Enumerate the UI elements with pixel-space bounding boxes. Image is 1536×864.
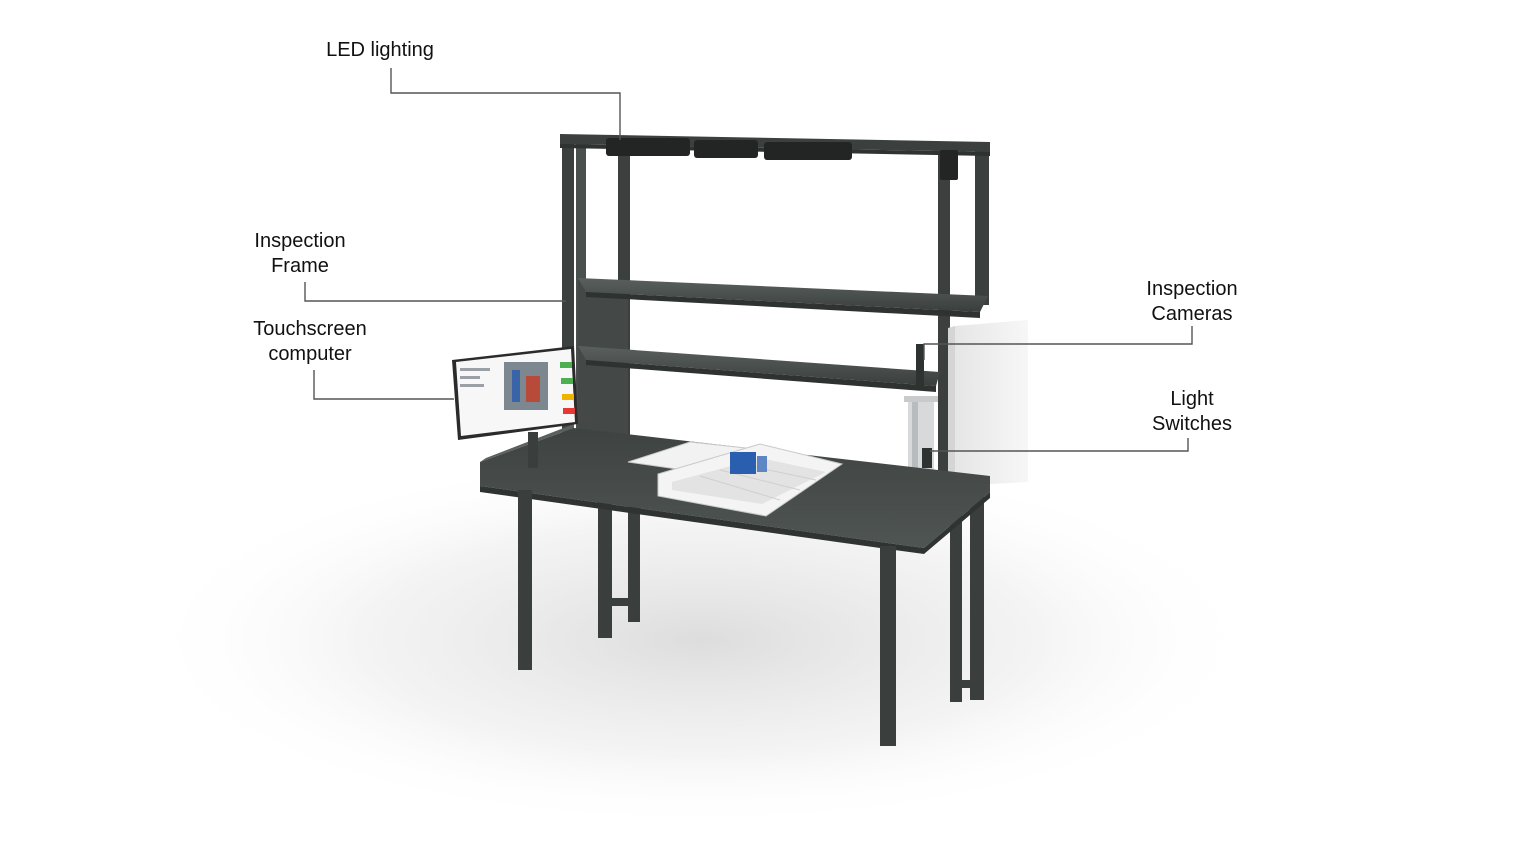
touchscreen-computer xyxy=(452,346,578,468)
upper-shelf xyxy=(578,278,988,318)
leader-line-touchscreen xyxy=(313,370,454,400)
parts-trays xyxy=(627,441,844,517)
label-inspection-frame-line2: Frame xyxy=(271,255,329,277)
leader-line-led xyxy=(390,68,621,140)
label-inspection-frame-line1: Inspection xyxy=(254,230,346,252)
label-led-lighting: LED lighting xyxy=(300,38,460,63)
leader-line-switches xyxy=(930,438,1189,452)
label-inspection-frame: Inspection Frame xyxy=(222,229,378,279)
label-touchscreen-line1: Touchscreen xyxy=(253,318,367,340)
label-touchscreen-line2: computer xyxy=(268,343,352,365)
lower-shelf xyxy=(578,346,940,392)
label-led-lighting-text: LED lighting xyxy=(326,39,434,61)
label-inspection-cameras: Inspection Cameras xyxy=(1116,277,1268,327)
label-switches-line2: Switches xyxy=(1151,413,1233,435)
led-light-bars xyxy=(606,138,958,180)
label-cameras-line1: Inspection xyxy=(1146,278,1238,300)
label-cameras-line2: Cameras xyxy=(1151,303,1233,325)
back-legs xyxy=(598,480,984,702)
leader-lines xyxy=(304,68,1193,452)
label-switches-line1: Light xyxy=(1170,388,1214,410)
label-touchscreen-computer: Touchscreen computer xyxy=(222,317,398,367)
side-cabinet xyxy=(948,320,1028,486)
leader-line-frame xyxy=(304,282,566,302)
leader-line-cameras xyxy=(923,326,1193,360)
label-light-switches: Light Switches xyxy=(1116,387,1268,437)
blue-part xyxy=(730,452,756,474)
front-legs xyxy=(518,490,896,746)
